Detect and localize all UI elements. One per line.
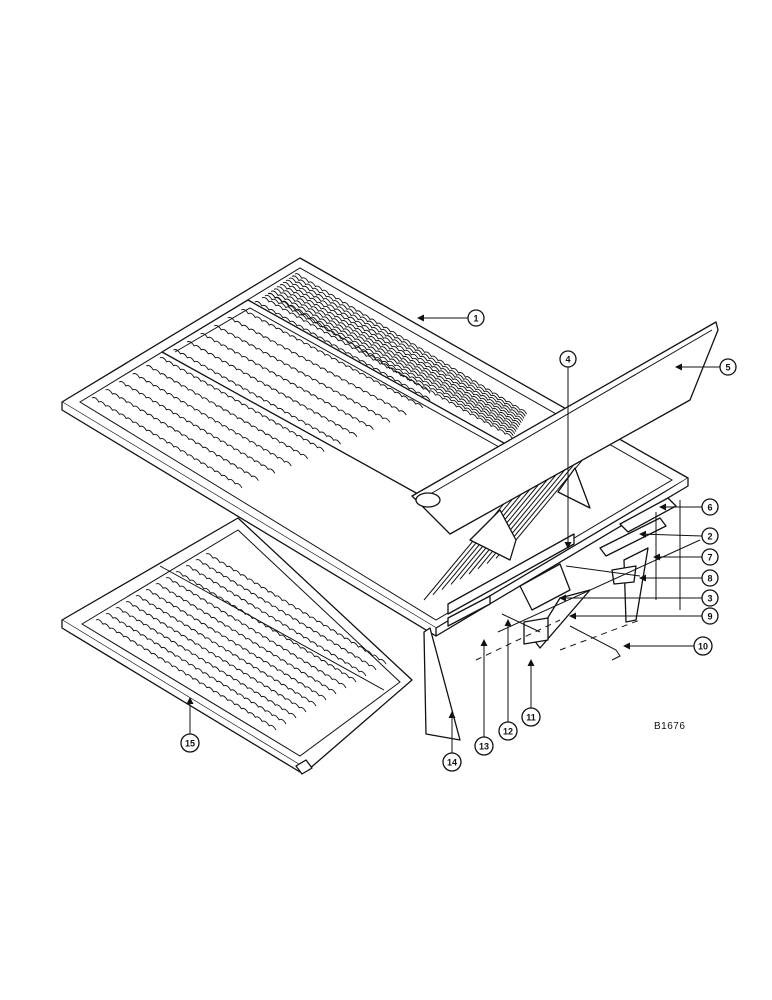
louver-line [288, 277, 525, 419]
louver-line [118, 381, 276, 474]
upper-sieve-louvers [91, 273, 528, 489]
louver-line [146, 365, 309, 460]
louver-line [205, 553, 387, 665]
callout-1: 1 [417, 309, 485, 327]
callout-14: 14 [442, 711, 462, 772]
louver-line [155, 583, 337, 695]
callout-7: 7 [653, 548, 719, 566]
louver-line [175, 571, 357, 683]
louver-line [105, 389, 259, 481]
louver-line [261, 297, 513, 439]
louver-line [200, 333, 374, 430]
callout-7-label: 7 [707, 553, 712, 563]
callout-14-label: 14 [447, 758, 457, 768]
callout-1-label: 1 [473, 314, 478, 324]
louver-line [159, 357, 325, 452]
louver-line [270, 290, 517, 432]
sieve-extension-hood [411, 321, 719, 561]
louver-line [294, 273, 528, 415]
louver-line [125, 601, 307, 713]
louver-line [91, 397, 243, 489]
drawing-reference-code: B1676 [654, 721, 685, 732]
louver-line [268, 293, 431, 394]
callout-8-label: 8 [707, 574, 712, 584]
louver-line [213, 325, 391, 423]
callout-15-label: 15 [185, 739, 195, 749]
callout-3-label: 3 [707, 594, 712, 604]
louver-line [273, 288, 518, 430]
callout-2: 2 [639, 527, 719, 545]
louver-line [135, 595, 317, 707]
callout-13-label: 13 [479, 742, 489, 752]
callout-10-label: 10 [698, 642, 708, 652]
callout-11: 11 [521, 659, 541, 727]
louver-line [282, 281, 522, 424]
louver-line [105, 613, 287, 725]
louver-line [186, 341, 358, 438]
louver-line [115, 607, 297, 719]
louver-line [291, 275, 526, 417]
callout-4-label: 4 [565, 355, 570, 365]
callout-6: 6 [659, 498, 719, 516]
callout-5-label: 5 [725, 363, 730, 373]
callout-9-label: 9 [707, 612, 712, 622]
louver-line [132, 373, 292, 467]
louver-line [267, 292, 516, 434]
louver-line [285, 279, 524, 421]
louver-line [145, 589, 327, 701]
louver-line [165, 577, 347, 689]
callout-4: 4 [559, 350, 577, 549]
louver-line [227, 317, 407, 416]
louver-line [279, 284, 521, 426]
callout-12-label: 12 [503, 727, 513, 737]
louver-line [173, 349, 341, 445]
louver-line [254, 301, 431, 401]
louver-line [95, 619, 277, 731]
callout-3: 3 [559, 589, 719, 607]
callout-5: 5 [675, 358, 737, 376]
lower-sieve-louvers [95, 553, 387, 731]
callout-12: 12 [498, 619, 518, 741]
louver-line [185, 565, 367, 677]
callout-9: 9 [569, 607, 719, 625]
louver-line [276, 286, 520, 428]
louver-line [241, 309, 424, 409]
lower-sieve-assembly [61, 517, 413, 775]
callout-8: 8 [639, 569, 719, 587]
louver-line [264, 294, 514, 437]
upper-sieve-assembly [61, 257, 689, 637]
callout-2-label: 2 [707, 532, 712, 542]
callout-13: 13 [474, 639, 494, 756]
callout-15: 15 [180, 697, 200, 753]
callout-11-label: 11 [526, 713, 536, 723]
callout-10: 10 [623, 636, 713, 656]
callout-6-label: 6 [707, 503, 712, 513]
louver-line [195, 559, 377, 671]
